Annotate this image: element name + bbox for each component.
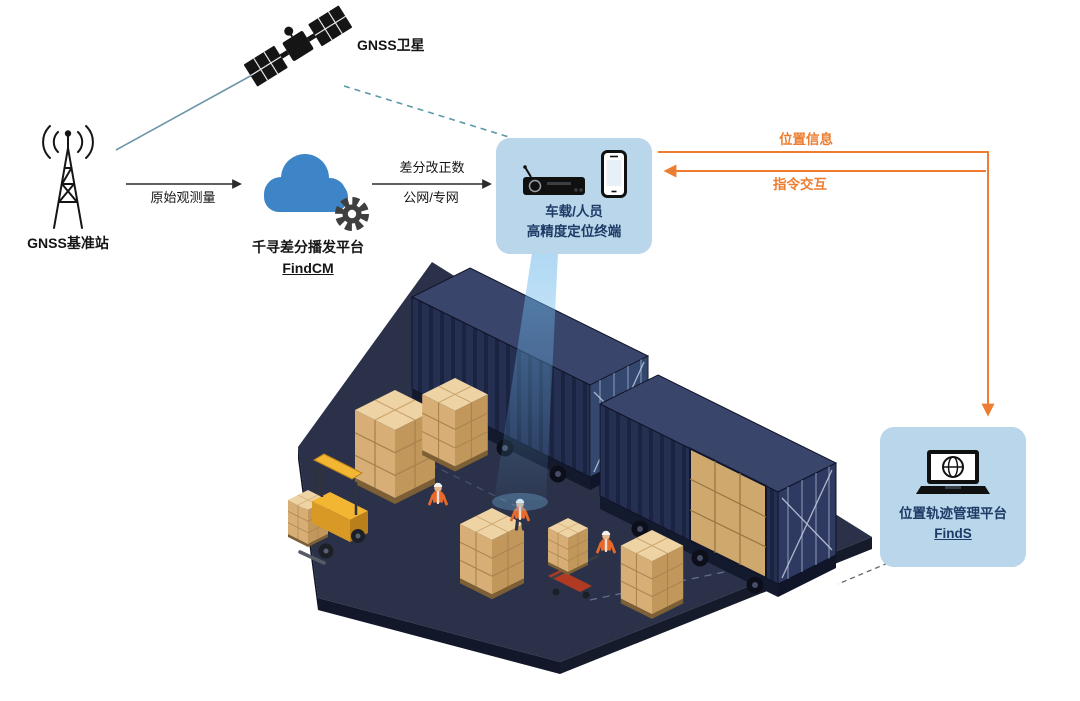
command-label: 指令交互	[773, 177, 827, 192]
terminal-icons	[521, 150, 627, 199]
pallet-jack	[547, 517, 600, 599]
correction-label-top: 差分改正数	[399, 160, 465, 175]
shipping-container-b	[598, 374, 838, 597]
warehouse-illustration	[287, 253, 872, 674]
pallet-stack	[459, 507, 525, 600]
pallet-stack	[421, 377, 489, 473]
positioning-beam	[492, 253, 558, 511]
terminal-label: 车载/人员 高精度定位终端	[527, 202, 622, 241]
terminal-label-line1: 车载/人员	[545, 204, 603, 220]
container-open-door	[689, 446, 767, 580]
laptop-globe-icon	[916, 450, 990, 495]
container-wheels	[631, 520, 764, 594]
correction-label-bottom: 公网/专网	[403, 190, 459, 205]
cloud-icon	[264, 154, 348, 212]
finds-label: 位置轨迹管理平台 FindS	[899, 504, 1007, 543]
base-station-label: GNSS基准站	[27, 235, 109, 251]
link-finds-to-scene	[837, 562, 889, 585]
terminal-label-line2: 高精度定位终端	[526, 224, 622, 239]
satellite-icon	[243, 5, 353, 87]
management-platform-card: 位置轨迹管理平台 FindS	[880, 427, 1026, 567]
finds-title: 位置轨迹管理平台	[899, 506, 1007, 522]
findcm-title: 千寻差分播发平台	[252, 239, 364, 255]
smartphone-icon	[601, 150, 627, 199]
raw-observation-label: 原始观测量	[150, 190, 216, 205]
link-base-to-satellite	[115, 73, 255, 151]
gnss-receiver-icon	[523, 165, 585, 196]
findcm-name: FindCM	[282, 260, 334, 276]
pallet-stack	[620, 529, 684, 620]
arrow-position-info	[658, 151, 995, 417]
finds-name: FindS	[934, 526, 972, 541]
forklift	[287, 453, 368, 565]
radio-tower-icon	[42, 125, 94, 229]
gear-icon	[335, 197, 369, 231]
satellite-label: GNSS卫星	[357, 37, 425, 53]
link-satellite-to-terminal	[343, 85, 513, 139]
cloud-gear-icon	[264, 154, 369, 231]
position-info-label: 位置信息	[779, 132, 833, 147]
terminal-card: 车载/人员 高精度定位终端	[496, 138, 652, 254]
